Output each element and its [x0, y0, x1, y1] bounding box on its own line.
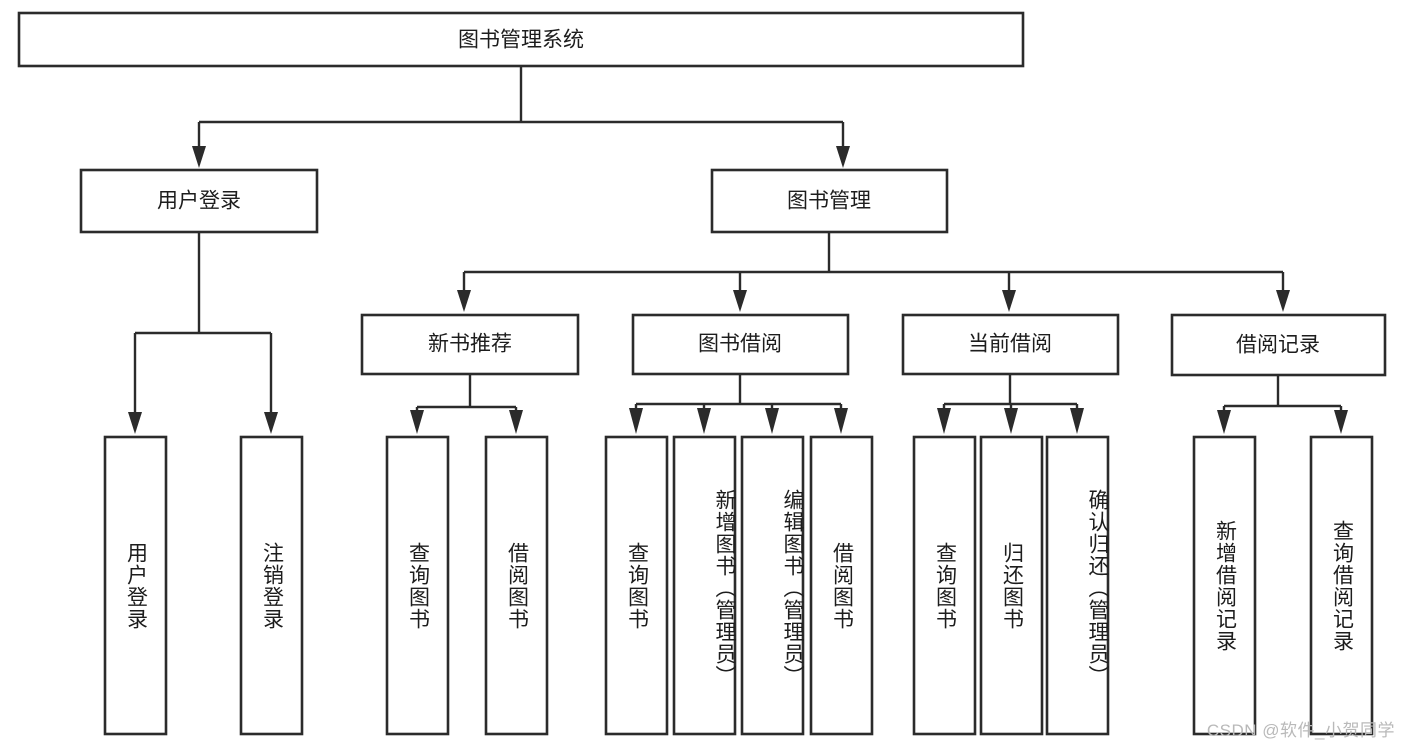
arrow-leaf — [1070, 408, 1084, 434]
leaf-box-borrow-query-book[interactable] — [604, 435, 669, 736]
leaf-box-current-query-book[interactable] — [912, 435, 977, 736]
arrow-leaf — [765, 408, 779, 434]
leaf-box-user-login-login[interactable] — [103, 435, 168, 736]
arrow-to-user-login — [192, 146, 206, 168]
leaf-box-borrow-add-book[interactable] — [672, 435, 737, 736]
arrow-leaf — [1004, 408, 1018, 434]
arrow-leaf — [834, 408, 848, 434]
leaf-box-current-return-book[interactable] — [979, 435, 1044, 736]
node-new-book-recommend-label: 新书推荐 — [428, 333, 512, 356]
arrow-leaf — [1217, 410, 1231, 434]
connector-book-management-to-level3 — [457, 232, 1290, 312]
node-root-book-management-system[interactable]: 图书管理系统 — [17, 11, 1025, 68]
node-book-management[interactable]: 图书管理 — [710, 168, 949, 234]
arrow-leaf — [629, 408, 643, 434]
node-new-book-recommend[interactable]: 新书推荐 — [360, 313, 580, 376]
connector-root-to-level2 — [192, 66, 850, 168]
leaf-box-user-login-logout[interactable] — [239, 435, 304, 736]
node-current-borrow[interactable]: 当前借阅 — [901, 313, 1120, 376]
arrow-to-new-book-recommend — [457, 290, 471, 312]
connector-new-book-recommend-to-leaves — [410, 374, 523, 434]
leaf-box-record-add-record[interactable] — [1192, 435, 1257, 736]
arrow-leaf — [697, 408, 711, 434]
arrow-leaf — [509, 410, 523, 434]
node-book-borrow-label: 图书借阅 — [698, 333, 782, 356]
arrow-to-book-management — [836, 146, 850, 168]
node-book-management-label: 图书管理 — [787, 190, 871, 213]
arrow-to-book-borrow — [733, 290, 747, 312]
leaf-box-record-query-record[interactable] — [1309, 435, 1374, 736]
node-current-borrow-label: 当前借阅 — [968, 333, 1052, 356]
leaf-box-recommend-borrow-book[interactable] — [484, 435, 549, 736]
node-borrow-record-label: 借阅记录 — [1236, 334, 1320, 357]
connector-current-borrow-to-leaves — [937, 374, 1084, 434]
leaf-box-recommend-query-book[interactable] — [385, 435, 450, 736]
connector-user-login-to-leaves — [128, 232, 278, 434]
arrow-leaf — [128, 412, 142, 434]
arrow-to-current-borrow — [1002, 290, 1016, 312]
arrow-leaf — [937, 408, 951, 434]
arrow-leaf — [264, 412, 278, 434]
node-user-login-label: 用户登录 — [157, 190, 241, 213]
connector-borrow-record-to-leaves — [1217, 375, 1348, 434]
leaf-box-borrow-borrow-book[interactable] — [809, 435, 874, 736]
csdn-watermark: CSDN @软件_小贺同学 — [1206, 721, 1395, 740]
connector-book-borrow-to-leaves — [629, 374, 848, 434]
arrow-leaf — [1334, 410, 1348, 434]
node-user-login[interactable]: 用户登录 — [79, 168, 319, 234]
node-borrow-record[interactable]: 借阅记录 — [1170, 313, 1387, 377]
arrow-to-borrow-record — [1276, 290, 1290, 312]
leaf-box-borrow-edit-book[interactable] — [740, 435, 805, 736]
node-book-borrow[interactable]: 图书借阅 — [631, 313, 850, 376]
arrow-leaf — [410, 410, 424, 434]
node-root-label: 图书管理系统 — [458, 29, 584, 52]
leaf-box-current-confirm-return[interactable] — [1045, 435, 1110, 736]
